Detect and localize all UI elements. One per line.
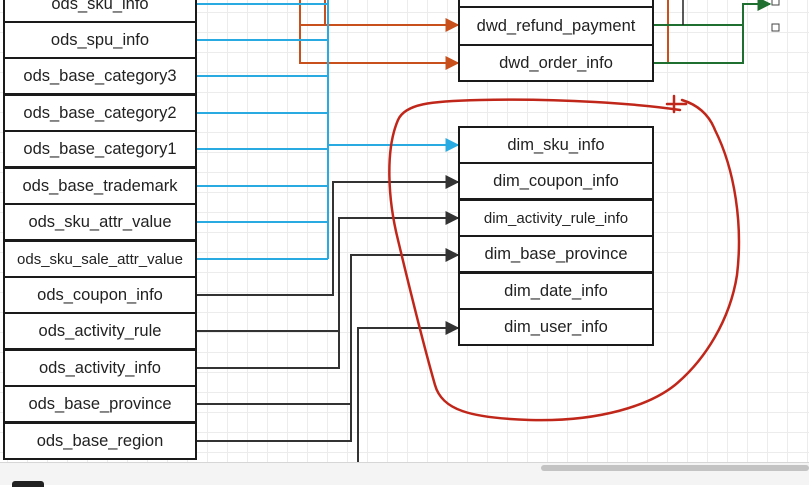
node-label: ods_sku_attr_value xyxy=(28,212,172,231)
node-label: ods_base_category1 xyxy=(23,139,177,158)
node-label: ods_base_trademark xyxy=(22,176,178,195)
edge-to-dim-user-info xyxy=(357,321,460,462)
node-ods-coupon-info[interactable]: ods_coupon_info xyxy=(3,276,197,314)
edge-group-dws xyxy=(652,0,772,64)
node-label: ods_base_region xyxy=(36,431,164,450)
node-ods-sku-attr-value[interactable]: ods_sku_attr_value xyxy=(3,203,197,241)
node-ods-spu-info[interactable]: ods_spu_info xyxy=(3,21,197,59)
diagram-canvas[interactable]: ods_sku_info ods_spu_info ods_base_categ… xyxy=(0,0,809,462)
node-ods-base-province[interactable]: ods_base_province xyxy=(3,385,197,423)
node-ods-activity-rule[interactable]: ods_activity_rule xyxy=(3,312,197,350)
node-label: ods_sku_info xyxy=(51,0,149,13)
node-ods-base-category2[interactable]: ods_base_category2 xyxy=(3,94,197,132)
node-label: ods_sku_sale_attr_value xyxy=(17,250,183,268)
node-ods-base-category3[interactable]: ods_base_category3 xyxy=(3,57,197,95)
node-label: ods_activity_rule xyxy=(38,321,162,340)
node-label: dim_sku_info xyxy=(507,135,605,154)
edge-to-dwd-order-info xyxy=(299,25,460,70)
node-label: dwd_refund_payment xyxy=(476,16,636,35)
node-label: dim_user_info xyxy=(504,317,608,336)
node-ods-activity-info[interactable]: ods_activity_info xyxy=(3,349,197,387)
edge-dwd-vertical xyxy=(652,0,669,64)
node-label: ods_base_province xyxy=(28,394,172,413)
node-label: ods_base_category2 xyxy=(23,103,177,122)
toolbar-icon xyxy=(12,481,44,487)
node-label: dwd_order_info xyxy=(499,53,613,72)
node-label: dim_date_info xyxy=(504,281,608,300)
edge-group-sku xyxy=(196,0,460,260)
node-label: dim_base_province xyxy=(484,244,628,263)
node-label: ods_coupon_info xyxy=(37,285,163,304)
node-dwd-order-info[interactable]: dwd_order_info xyxy=(458,44,654,82)
node-ods-base-trademark[interactable]: ods_base_trademark xyxy=(3,167,197,205)
scrollbar-thumb[interactable] xyxy=(541,465,809,471)
node-dim-sku-info[interactable]: dim_sku_info xyxy=(458,126,654,164)
node-label: ods_base_category3 xyxy=(23,66,177,85)
edge-ods-base-region xyxy=(196,404,352,442)
node-ods-base-category1[interactable]: ods_base_category1 xyxy=(3,130,197,168)
node-dim-base-province[interactable]: dim_base_province xyxy=(458,235,654,273)
horizontal-scrollbar[interactable] xyxy=(0,462,809,485)
node-label: ods_activity_info xyxy=(39,358,161,377)
edge-to-dim-base-province xyxy=(196,248,460,405)
edge-ods-activity-info xyxy=(196,331,340,369)
node-label: dim_coupon_info xyxy=(493,171,619,190)
node-ods-sku-sale-attr-value[interactable]: ods_sku_sale_attr_value xyxy=(3,240,197,278)
node-dim-activity-rule-info[interactable]: dim_activity_rule_info xyxy=(458,199,654,237)
node-ods-sku-info[interactable]: ods_sku_info xyxy=(3,0,197,23)
node-label: ods_spu_info xyxy=(50,30,150,49)
node-dim-coupon-info[interactable]: dim_coupon_info xyxy=(458,162,654,200)
node-dwd-refund-payment[interactable]: dwd_refund_payment xyxy=(458,6,654,46)
node-dim-user-info[interactable]: dim_user_info xyxy=(458,308,654,346)
node-dim-date-info[interactable]: dim_date_info xyxy=(458,272,654,310)
edge-from-dwd-order-info xyxy=(652,0,772,64)
node-label: dim_activity_rule_info xyxy=(483,209,629,227)
selection-handle-bottom[interactable] xyxy=(771,23,780,32)
node-ods-base-region[interactable]: ods_base_region xyxy=(3,422,197,460)
selection-handle-top[interactable] xyxy=(771,0,780,6)
